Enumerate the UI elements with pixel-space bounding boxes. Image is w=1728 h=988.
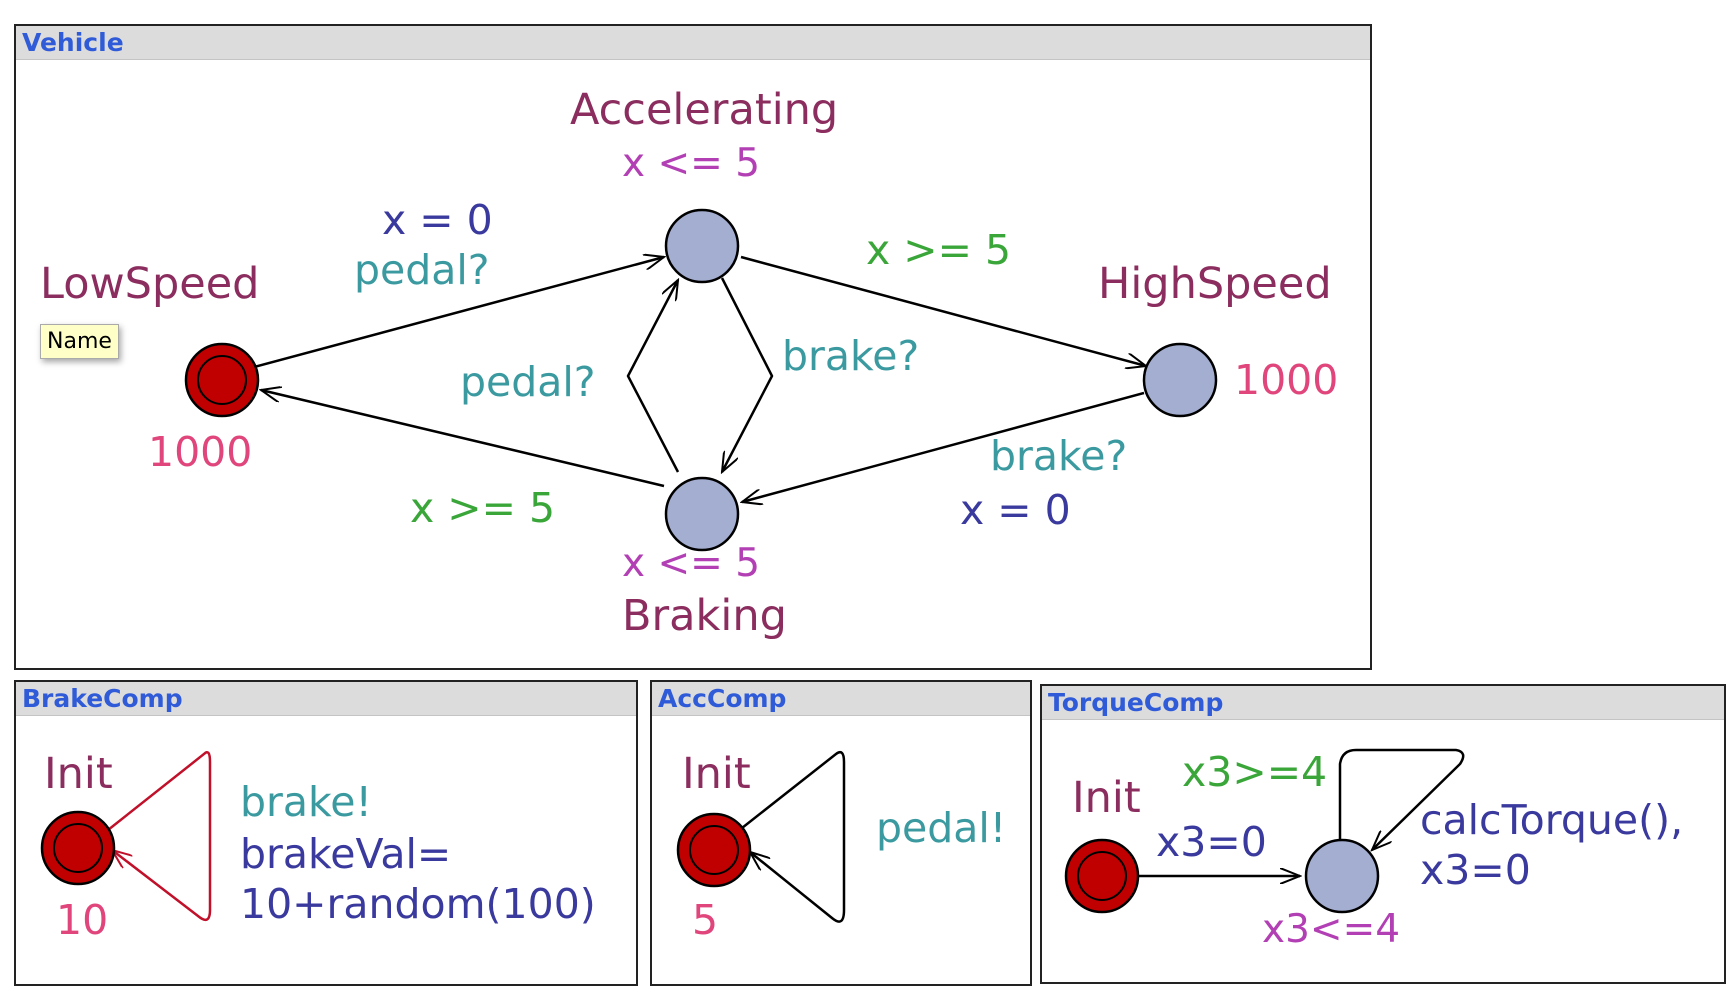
torquecomp-location[interactable] <box>1304 838 1380 914</box>
brake-acc-sync: pedal? <box>460 358 596 406</box>
edge-highspeed-to-braking[interactable] <box>742 391 1145 502</box>
braking-invariant: x <= 5 <box>622 541 760 586</box>
edge-braking-to-accelerating[interactable] <box>626 280 678 473</box>
low-acc-assign: x = 0 <box>382 196 493 244</box>
location-lowspeed[interactable] <box>184 342 260 418</box>
high-brake-sync: brake? <box>990 432 1127 480</box>
torquecomp-init-location[interactable] <box>1064 838 1140 914</box>
highspeed-name: HighSpeed <box>1098 259 1332 309</box>
name-tooltip: Name <box>40 324 119 359</box>
acccomp-panel-title: AccComp <box>652 682 1030 716</box>
torquecomp-loop-guard: x3>=4 <box>1182 748 1327 796</box>
acc-brake-sync: brake? <box>782 332 919 380</box>
location-accelerating[interactable] <box>664 208 740 284</box>
torquecomp-init-name: Init <box>1072 773 1141 823</box>
edge-braking-to-lowspeed[interactable] <box>261 390 665 488</box>
acccomp-panel: AccComp Init 5 pedal! <box>650 680 1032 986</box>
low-acc-sync: pedal? <box>354 246 490 294</box>
brakecomp-assign-line2: 10+random(100) <box>240 880 596 928</box>
acccomp-init-name: Init <box>682 749 751 799</box>
torquecomp-loop-assign-line2: x3=0 <box>1420 846 1531 894</box>
acccomp-sync: pedal! <box>876 804 1006 852</box>
brakecomp-panel-title: BrakeComp <box>16 682 636 716</box>
acc-high-guard: x >= 5 <box>866 226 1011 274</box>
edge-accelerating-to-braking[interactable] <box>722 277 774 472</box>
brakecomp-init-name: Init <box>44 749 113 799</box>
brakecomp-loop-edge[interactable] <box>107 751 212 922</box>
vehicle-canvas: LowSpeed 1000 Accelerating x <= 5 HighSp… <box>40 85 1338 641</box>
lowspeed-rate: 1000 <box>148 428 252 476</box>
torquecomp-panel-title: TorqueComp <box>1042 686 1724 720</box>
acccomp-canvas: Init 5 pedal! <box>676 749 1006 944</box>
acccomp-loop-edge[interactable] <box>741 751 846 923</box>
torquecomp-edge-assign: x3=0 <box>1156 818 1267 866</box>
accelerating-name: Accelerating <box>570 85 838 135</box>
torquecomp-invariant: x3<=4 <box>1262 907 1400 952</box>
brakecomp-rate: 10 <box>56 896 108 944</box>
brakecomp-sync: brake! <box>240 778 372 826</box>
brake-low-guard: x >= 5 <box>410 484 555 532</box>
location-highspeed[interactable] <box>1142 342 1218 418</box>
torquecomp-loop-edge[interactable] <box>1338 748 1465 850</box>
braking-name: Braking <box>622 591 787 641</box>
brakecomp-assign-line1: brakeVal= <box>240 830 451 878</box>
accelerating-invariant: x <= 5 <box>622 141 760 186</box>
highspeed-rate: 1000 <box>1234 356 1338 404</box>
brakecomp-canvas: Init 10 brake! brakeVal= 10+random(100) <box>40 749 596 944</box>
acccomp-init-location[interactable] <box>676 812 752 888</box>
high-brake-assign: x = 0 <box>960 486 1071 534</box>
vehicle-panel-title: Vehicle <box>16 26 1370 60</box>
brakecomp-panel: BrakeComp Init 10 brake! brakeVal= 10+ra… <box>14 680 638 986</box>
torquecomp-canvas: Init x3=0 x3>=4 calcTorque(), x3=0 x3<=4 <box>1064 748 1683 952</box>
acccomp-rate: 5 <box>692 896 718 944</box>
torquecomp-panel: TorqueComp Init x3=0 x3>=4 calcTorque(),… <box>1040 684 1726 984</box>
location-braking[interactable] <box>664 476 740 552</box>
edge-accelerating-to-highspeed[interactable] <box>740 255 1146 366</box>
lowspeed-name: LowSpeed <box>40 259 259 309</box>
vehicle-panel: Vehicle LowSpeed 1000 Accelerating x <box>14 24 1372 670</box>
edge-lowspeed-to-accelerating[interactable] <box>253 257 664 369</box>
brakecomp-init-location[interactable] <box>40 810 116 886</box>
torquecomp-loop-assign-line1: calcTorque(), <box>1420 796 1683 844</box>
